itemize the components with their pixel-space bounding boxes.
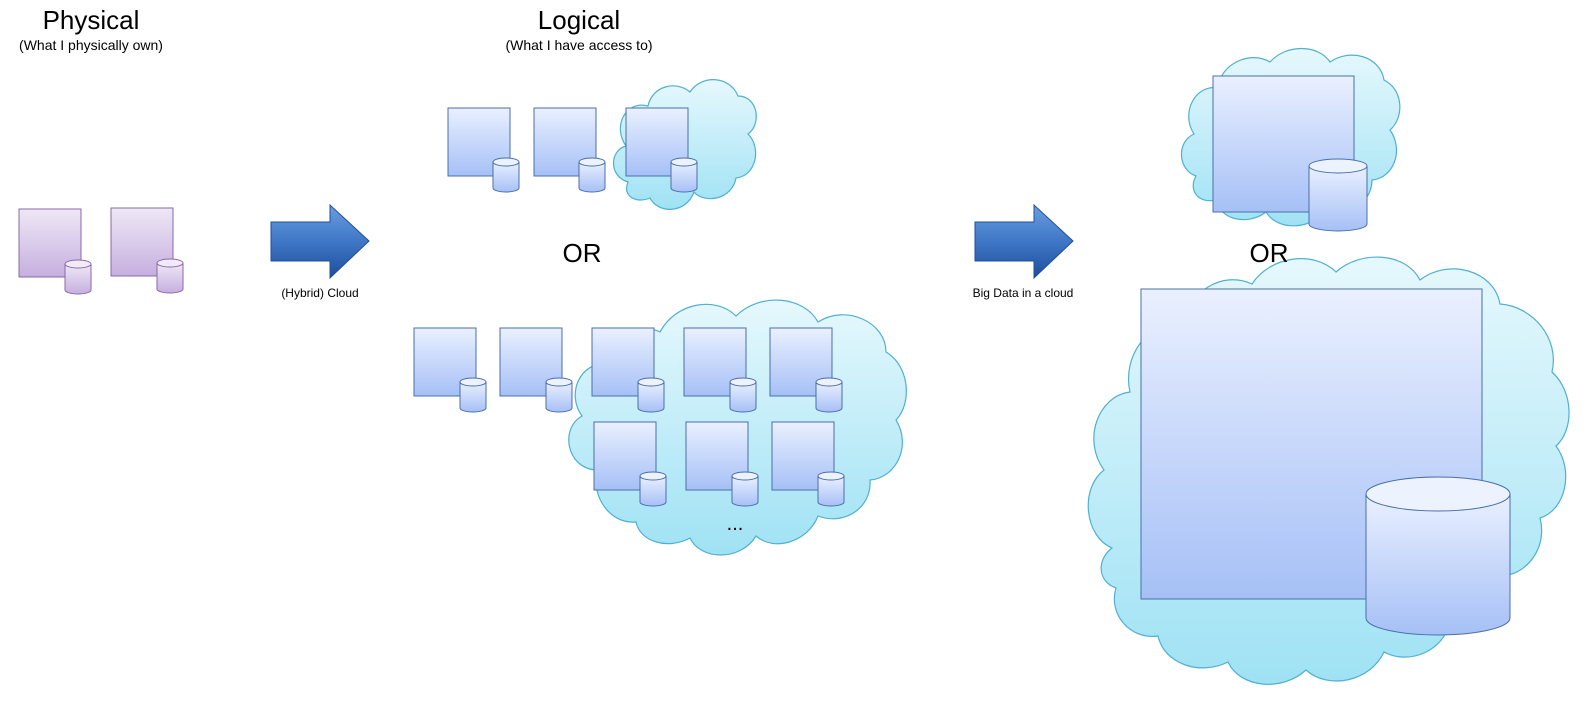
- logical-server: [499, 327, 573, 413]
- logical-header: Logical (What I have access to): [505, 5, 652, 53]
- physical-server: [18, 208, 92, 295]
- server-box: [771, 421, 835, 491]
- physical-subtitle: (What I physically own): [19, 37, 163, 53]
- server-box: [447, 107, 511, 177]
- database-icon: [64, 259, 92, 295]
- logical-server: [769, 327, 843, 413]
- database-icon: [670, 157, 698, 193]
- logical-server: [447, 107, 520, 193]
- hybrid-cloud-arrow: (Hybrid) Cloud: [270, 203, 370, 300]
- bigdata-server-large: [1140, 288, 1511, 636]
- arrow-right-icon: [270, 203, 370, 280]
- logical-title: Logical: [538, 5, 620, 35]
- database-icon: [578, 157, 606, 193]
- database-icon: [492, 157, 520, 193]
- logical-or-label: OR: [563, 238, 602, 268]
- physical-title: Physical: [43, 5, 140, 35]
- database-icon: [545, 377, 573, 413]
- database-icon: [729, 377, 757, 413]
- logical-server: [625, 107, 698, 193]
- logical-server: [533, 107, 606, 193]
- database-icon: [1308, 158, 1368, 232]
- database-icon: [731, 471, 759, 507]
- logical-server: [683, 327, 757, 413]
- ellipsis-more: ...: [727, 513, 744, 535]
- database-icon: [156, 258, 184, 294]
- database-icon: [1365, 476, 1511, 636]
- database-icon: [459, 377, 487, 413]
- arrow-right-icon: [974, 203, 1074, 280]
- bigdata-server-small: [1212, 75, 1368, 232]
- logical-server: [685, 421, 759, 507]
- database-icon: [817, 471, 845, 507]
- logical-server: [591, 327, 665, 413]
- logical-server: [771, 421, 845, 507]
- bigdata-or-label: OR: [1250, 238, 1289, 268]
- physical-header: Physical (What I physically own): [19, 5, 163, 53]
- big-data-label: Big Data in a cloud: [973, 286, 1074, 300]
- logical-subtitle: (What I have access to): [505, 37, 652, 53]
- database-icon: [637, 377, 665, 413]
- hybrid-cloud-label: (Hybrid) Cloud: [281, 286, 358, 300]
- logical-server: [413, 327, 487, 413]
- big-data-arrow: Big Data in a cloud: [973, 203, 1074, 300]
- database-icon: [815, 377, 843, 413]
- database-icon: [639, 471, 667, 507]
- logical-server: [593, 421, 667, 507]
- physical-server: [110, 207, 184, 294]
